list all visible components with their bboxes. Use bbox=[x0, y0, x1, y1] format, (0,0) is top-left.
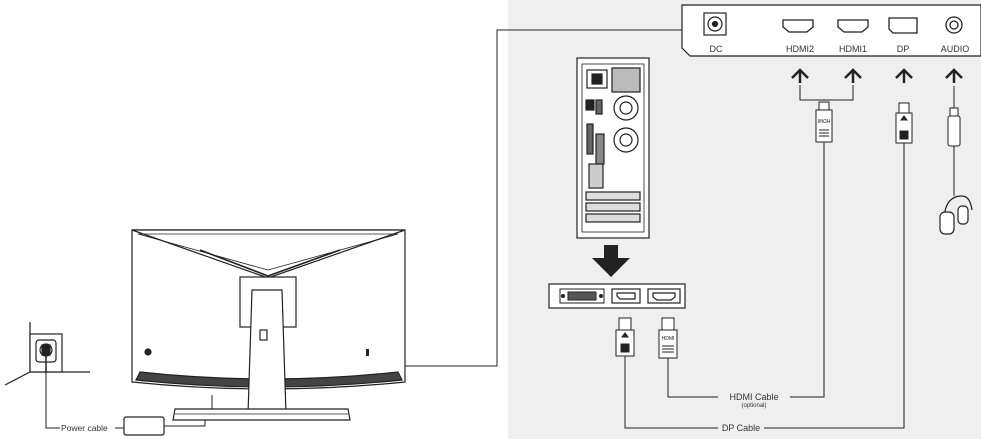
up-arrow-icon bbox=[844, 68, 862, 83]
dp-port-label: DP bbox=[897, 44, 910, 54]
dp-plug-pc-icon bbox=[615, 317, 635, 357]
dc-port-label: DC bbox=[710, 44, 723, 54]
down-arrow-icon bbox=[592, 245, 630, 277]
up-arrow-icon bbox=[895, 68, 913, 83]
hdmi-cable-label: HDMI Cable bbox=[729, 392, 778, 402]
pc-tower-icon bbox=[576, 57, 650, 239]
svg-text:HDMI: HDMI bbox=[818, 117, 831, 123]
dp-port-icon bbox=[611, 288, 641, 304]
hdmi-cable-note: (optional) bbox=[741, 403, 766, 409]
hdmi-port-icon bbox=[837, 19, 869, 33]
hdmi-port-icon bbox=[782, 19, 814, 33]
hdmi-port-icon bbox=[647, 288, 681, 304]
hdmi-cable-line bbox=[667, 142, 825, 398]
dp-cable-line bbox=[624, 143, 905, 429]
hdmi-plug-pc-icon: HDMI bbox=[658, 317, 678, 359]
monitor-rear-icon bbox=[131, 229, 406, 421]
hdmi2-port-label: HDMI2 bbox=[786, 44, 814, 54]
up-arrow-icon bbox=[791, 68, 809, 83]
hdmi1-port-label: HDMI1 bbox=[839, 44, 867, 54]
dp-cable-label: DP Cable bbox=[722, 423, 760, 433]
dc-port-icon bbox=[703, 12, 727, 36]
audio-jack-icon bbox=[945, 16, 963, 34]
headphones-icon bbox=[939, 195, 973, 235]
power-cable-label: Power cable bbox=[61, 423, 108, 433]
power-cable-line bbox=[45, 372, 60, 429]
wall-outlet-icon bbox=[4, 322, 90, 386]
up-arrow-icon bbox=[945, 68, 963, 83]
monitor-port-panel bbox=[681, 4, 981, 57]
svg-text:HDMI: HDMI bbox=[662, 336, 675, 342]
hdmi-bracket-line bbox=[799, 85, 854, 101]
hdmi-plug-monitor-icon: HDMI bbox=[815, 101, 833, 143]
dp-port-icon bbox=[888, 17, 918, 34]
audio-plug-icon bbox=[947, 86, 961, 196]
dvi-port-icon bbox=[559, 288, 605, 304]
audio-port-label: AUDIO bbox=[941, 44, 970, 54]
